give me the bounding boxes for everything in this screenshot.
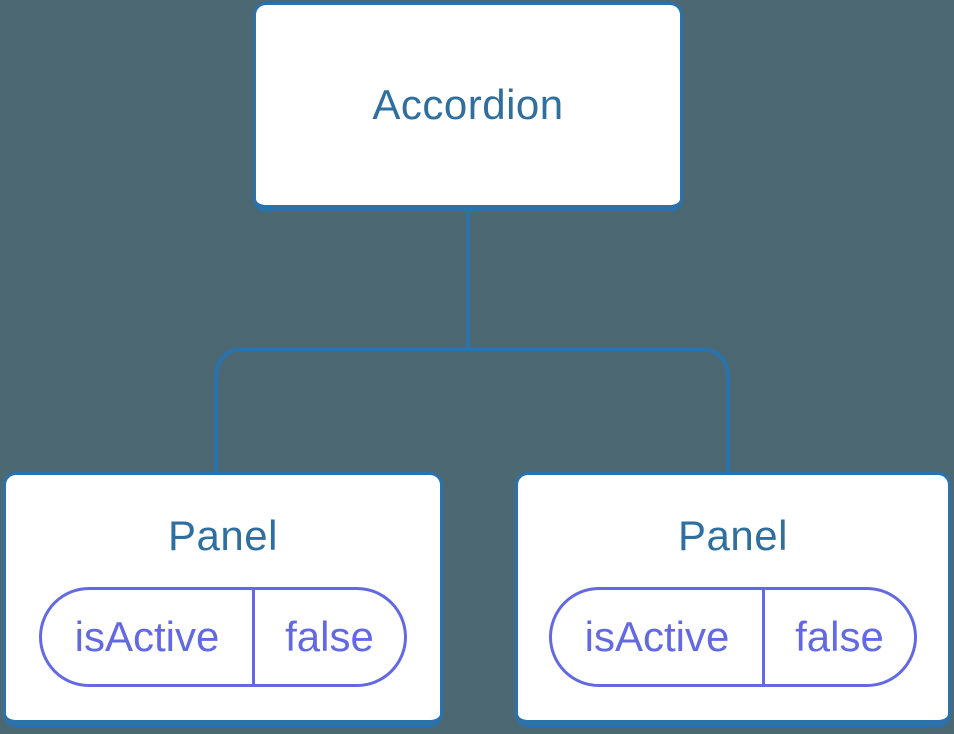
state-key-label: isActive bbox=[552, 590, 765, 685]
panel-node-1: Panel isActive false bbox=[3, 472, 443, 727]
panel-title: Panel bbox=[168, 512, 278, 559]
connector-bracket bbox=[214, 347, 730, 474]
state-pill: isActive false bbox=[549, 587, 917, 688]
state-key-label: isActive bbox=[42, 590, 255, 685]
accordion-label: Accordion bbox=[372, 81, 564, 128]
accordion-node: Accordion bbox=[253, 2, 683, 212]
panel-title: Panel bbox=[678, 512, 788, 559]
state-value-label: false bbox=[285, 613, 374, 661]
panel-node-2: Panel isActive false bbox=[515, 472, 951, 727]
state-value-label: false bbox=[795, 613, 884, 661]
state-pill: isActive false bbox=[39, 587, 407, 688]
